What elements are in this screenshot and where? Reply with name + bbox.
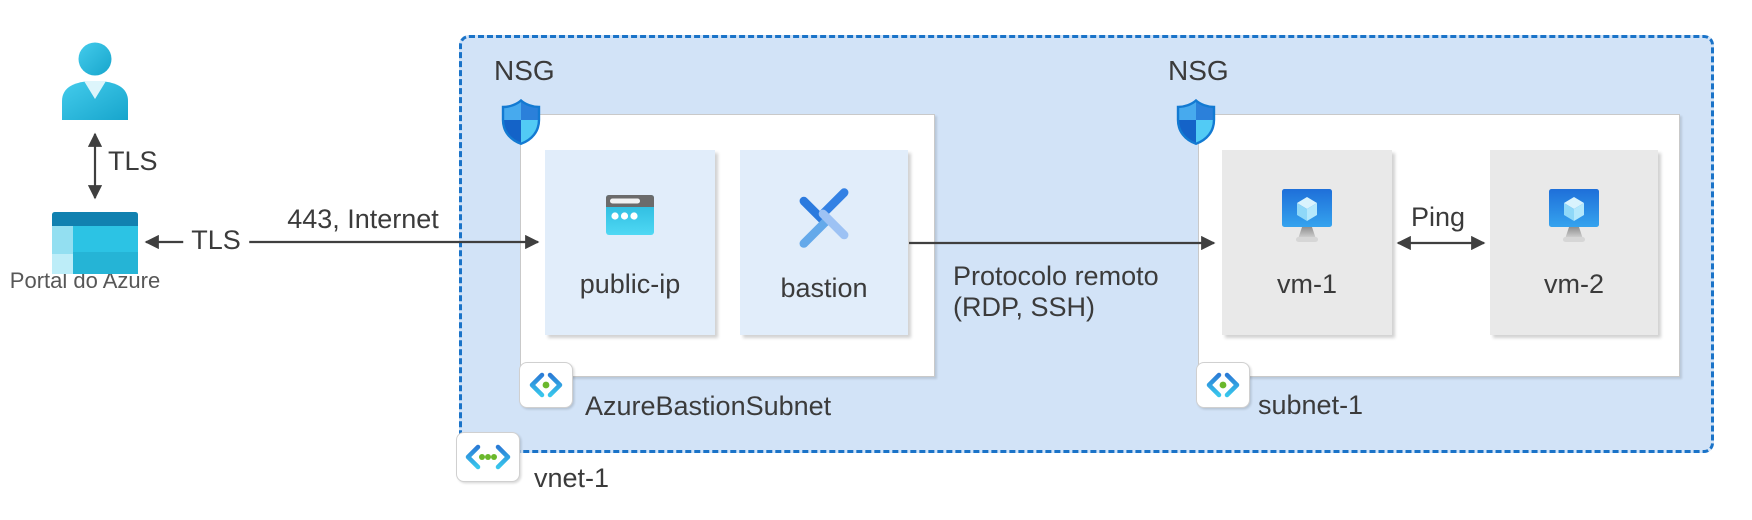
vm1-label: vm-1	[1277, 269, 1337, 299]
vm1-resource: vm-1	[1222, 150, 1392, 335]
vnet-badge	[456, 432, 520, 482]
ping-label: Ping	[1410, 202, 1466, 232]
vnet-brackets-icon	[465, 444, 511, 470]
remote-protocol-line1: Protocolo remoto	[953, 261, 1159, 291]
vm2-resource: vm-2	[1490, 150, 1658, 335]
virtual-machine-icon	[1275, 183, 1339, 252]
remote-protocol-line2: (RDP, SSH)	[953, 292, 1096, 322]
workload-subnet-badge	[1196, 362, 1250, 408]
bastion-subnet-label: AzureBastionSubnet	[585, 391, 832, 421]
workload-subnet-label: subnet-1	[1258, 390, 1364, 420]
nsg-right-shield-icon	[1176, 98, 1216, 150]
nsg-left-shield-icon	[501, 98, 541, 150]
inbound-route-label: 443, Internet	[287, 204, 439, 234]
nsg-left-label: NSG	[494, 55, 555, 86]
public-ip-window-icon	[598, 183, 662, 252]
vm2-label: vm-2	[1544, 269, 1604, 299]
azure-portal-icon	[52, 212, 138, 274]
virtual-machine-icon	[1542, 183, 1606, 252]
public-ip-resource: public-ip	[545, 150, 715, 335]
bastion-label: bastion	[780, 273, 868, 303]
bastion-resource: bastion	[740, 150, 908, 335]
tls-inbound-label: TLS	[183, 225, 249, 255]
tls-user-portal-label: TLS	[108, 146, 158, 176]
subnet-brackets-icon	[1206, 372, 1240, 398]
vnet-label: vnet-1	[534, 463, 610, 493]
subnet-brackets-icon	[529, 372, 563, 398]
bastion-chevrons-icon	[790, 183, 858, 256]
public-ip-label: public-ip	[579, 269, 681, 299]
remote-protocol-label: Protocolo remoto (RDP, SSH)	[953, 261, 1159, 323]
person-icon	[55, 38, 135, 122]
nsg-right-label: NSG	[1168, 55, 1229, 86]
bastion-subnet-badge	[519, 362, 573, 408]
